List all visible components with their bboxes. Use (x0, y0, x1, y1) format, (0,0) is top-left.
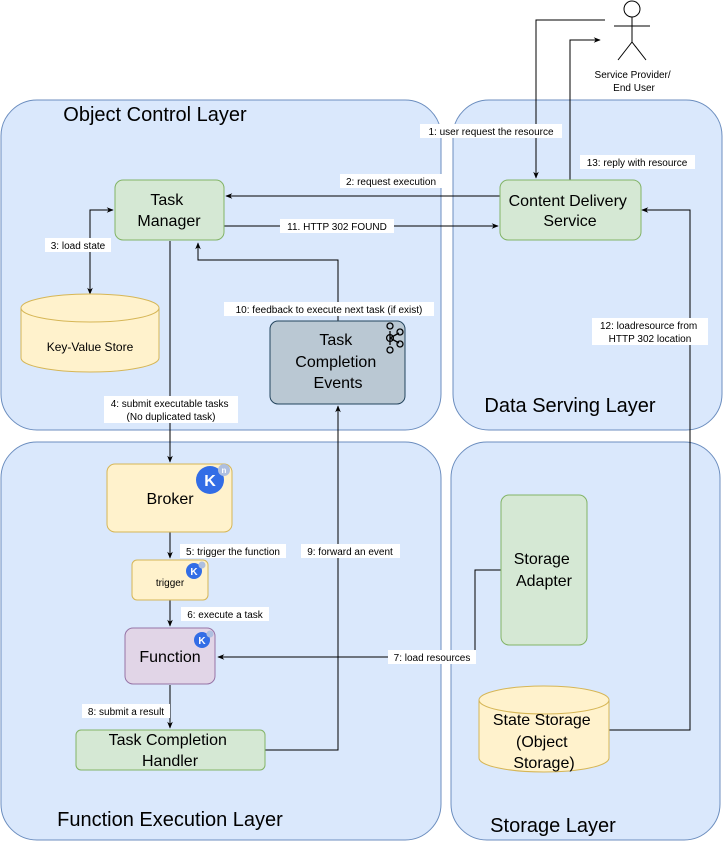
data-serving-layer (452, 99, 723, 431)
edge-label-7: 7: load resources (394, 653, 471, 664)
state-storage (478, 685, 610, 773)
storage-adapter (500, 494, 588, 646)
object-control-layer-title: Object Control Layer (63, 104, 247, 126)
kafka-icon (385, 322, 404, 354)
edge-label-10: 10: feedback to execute next task (if ex… (236, 305, 423, 316)
function (124, 627, 216, 685)
edge-label-3: 3: load state (51, 241, 106, 252)
knative-broker-icon: K n (196, 464, 230, 494)
svg-text:K: K (190, 567, 198, 578)
edge-forward-event (265, 405, 341, 751)
content-delivery-service (499, 179, 642, 241)
function-execution-layer-title: Function Execution Layer (57, 809, 283, 831)
svg-text:K: K (198, 636, 206, 647)
edge-label-11: 11. HTTP 302 FOUND (287, 222, 387, 233)
edge-label-2: 2: request execution (346, 177, 436, 188)
edge-load-resources (217, 569, 501, 660)
edge-label-1: 1: user request the resource (428, 127, 554, 138)
edge-label-8: 8: submit a result (88, 707, 164, 718)
edge-label-12: 12: loadresource from HTTP 302 location (600, 321, 700, 345)
user-actor-icon (614, 0, 650, 61)
task-completion-handler-label: Task Completion Handler (109, 732, 232, 770)
storage-adapter-label: Storage Adapter (514, 551, 575, 590)
edge-label-4: 4: submit executable tasks (No duplicate… (111, 399, 232, 423)
task-completion-events (269, 320, 406, 405)
edge-label-13: 13: reply with resource (587, 158, 688, 169)
task-manager (114, 179, 225, 241)
edge-label-5: 5: trigger the function (186, 547, 280, 558)
key-value-store (20, 293, 160, 373)
svg-text:K: K (204, 473, 216, 490)
edge-reply-resource (569, 37, 601, 180)
svg-text:n: n (222, 466, 227, 475)
state-storage-label: State Storage (Object Storage) (493, 712, 595, 772)
trigger-label: trigger (156, 578, 185, 589)
task-completion-handler (75, 729, 266, 771)
data-serving-layer-title: Data Serving Layer (484, 395, 656, 417)
edge-feedback (195, 242, 339, 321)
task-completion-events-label: Task Completion Events (295, 332, 380, 392)
task-manager-label: Task Manager (137, 192, 201, 230)
knative-trigger-icon: K (186, 561, 206, 579)
storage-layer-title: Storage Layer (490, 815, 616, 837)
content-delivery-service-label: Content Delivery Service (509, 193, 632, 230)
edge-label-6: 6: execute a task (187, 610, 264, 621)
key-value-store-label: Key-Value Store (47, 340, 134, 354)
edge-load-state (87, 207, 114, 295)
edge-label-9: 9: forward an event (307, 547, 393, 558)
function-label: Function (139, 649, 200, 666)
broker-label: Broker (146, 491, 194, 508)
knative-function-icon: K (194, 630, 214, 648)
actor-label: Service Provider/ End User (595, 70, 674, 94)
edge-load-resource-302 (609, 207, 691, 731)
